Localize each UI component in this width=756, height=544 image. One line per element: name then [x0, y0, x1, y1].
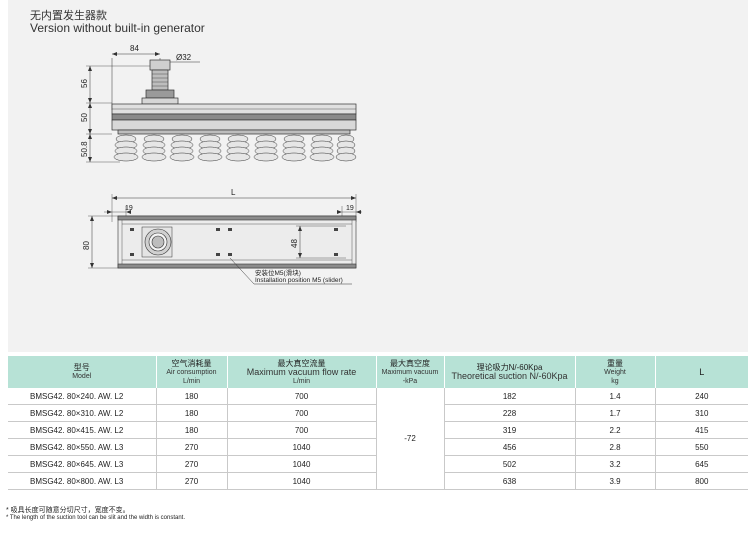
cell-suction: 228 — [443, 404, 575, 422]
cell-air: 180 — [155, 421, 227, 439]
table-row: BMSG42. 80×800. AW. L3 270 1040 638 3.9 … — [8, 472, 748, 490]
cell-suction: 502 — [443, 455, 575, 473]
cell-suction: 182 — [443, 388, 575, 405]
cell-model: BMSG42. 80×550. AW. L3 — [8, 438, 156, 456]
cell-suction: 456 — [443, 438, 575, 456]
header-weight: 重量 Weight kg — [574, 356, 655, 388]
cell-air: 270 — [155, 455, 227, 473]
suction-cups — [113, 134, 357, 162]
plan-view — [88, 194, 362, 285]
cell-length: 645 — [654, 455, 748, 473]
technical-drawing: 84 Ø32 56 50 50.8 — [80, 44, 362, 285]
cell-flow: 700 — [226, 404, 376, 422]
cell-suction: 638 — [443, 472, 575, 490]
cell-model: BMSG42. 80×240. AW. L2 — [8, 388, 156, 405]
table-row: BMSG42. 80×240. AW. L2 180 700 -72 182 1… — [8, 388, 748, 490]
cell-length: 310 — [654, 404, 748, 422]
cell-suction: 319 — [443, 421, 575, 439]
dim-length-label: L — [231, 188, 236, 197]
note-en: * The length of the suction tool can be … — [6, 515, 186, 521]
table-row: BMSG42. 80×415. AW. L2 180 700 319 2.2 4… — [8, 421, 748, 439]
cell-max-vacuum: -72 — [375, 388, 444, 490]
header-model: 型号 Model — [8, 356, 156, 388]
cell-air: 180 — [155, 404, 227, 422]
dim-width-label: 84 — [130, 44, 139, 53]
cell-model: BMSG42. 80×645. AW. L3 — [8, 455, 156, 473]
header-air-consumption: 空气消耗量 Air consumption L/min — [155, 356, 227, 388]
cell-model: BMSG42. 80×415. AW. L2 — [8, 421, 156, 439]
table-row: BMSG42. 80×310. AW. L2 180 700 228 1.7 3… — [8, 404, 748, 422]
cell-air: 270 — [155, 472, 227, 490]
cell-flow: 1040 — [226, 455, 376, 473]
cell-flow: 1040 — [226, 472, 376, 490]
title-en: Version without built-in generator — [30, 21, 205, 35]
front-view — [86, 52, 357, 163]
dim-height-2-label: 50 — [80, 113, 89, 122]
cell-model: BMSG42. 80×310. AW. L2 — [8, 404, 156, 422]
cell-weight: 2.8 — [574, 438, 655, 456]
dim-height-label: 80 — [82, 241, 91, 250]
cell-flow: 1040 — [226, 438, 376, 456]
header-theoretical-suction: 理论吸力N/-60Kpa Theoretical suction N/-60Kp… — [443, 356, 575, 388]
spec-table: 型号 Model 空气消耗量 Air consumption L/min 最大真… — [8, 356, 748, 490]
cell-weight: 3.9 — [574, 472, 655, 490]
cell-model: BMSG42. 80×800. AW. L3 — [8, 472, 156, 490]
cell-length: 415 — [654, 421, 748, 439]
cell-weight: 1.4 — [574, 388, 655, 405]
cell-weight: 3.2 — [574, 455, 655, 473]
dim-inner-label: 48 — [290, 239, 299, 248]
install-label-cn: 安装位M5(滑块) — [255, 268, 301, 277]
cell-flow: 700 — [226, 421, 376, 439]
cell-weight: 1.7 — [574, 404, 655, 422]
cell-air: 180 — [155, 388, 227, 405]
dim-diameter-label: Ø32 — [176, 53, 192, 62]
dim-height-3-label: 50.8 — [80, 141, 89, 157]
table-header-row: 型号 Model 空气消耗量 Air consumption L/min 最大真… — [8, 356, 748, 388]
header-max-vacuum: 最大真空度 Maximum vacuum -kPa — [375, 356, 444, 388]
drawing-panel — [8, 0, 748, 352]
cell-weight: 2.2 — [574, 421, 655, 439]
cell-air: 270 — [155, 438, 227, 456]
cell-length: 240 — [654, 388, 748, 405]
cell-length: 550 — [654, 438, 748, 456]
dim-height-1-label: 56 — [80, 79, 89, 88]
header-length: L — [654, 356, 748, 388]
note-cn: * 吸具长度可随意分切尺寸，宽度不变。 — [6, 507, 130, 514]
header-max-vacuum-flow: 最大真空流量 Maximum vacuum flow rate L/min — [226, 356, 376, 388]
cell-flow: 700 — [226, 388, 376, 405]
table-row: BMSG42. 80×550. AW. L3 270 1040 456 2.8 … — [8, 438, 748, 456]
table-row: BMSG42. 80×645. AW. L3 270 1040 502 3.2 … — [8, 455, 748, 473]
dim-left-offset-label: 19 — [125, 205, 133, 212]
dim-right-offset-label: 19 — [346, 205, 354, 212]
title-cn: 无内置发生器款 — [30, 10, 107, 22]
cell-length: 800 — [654, 472, 748, 490]
install-label-en: Installation position M5 (slider) — [255, 277, 343, 284]
